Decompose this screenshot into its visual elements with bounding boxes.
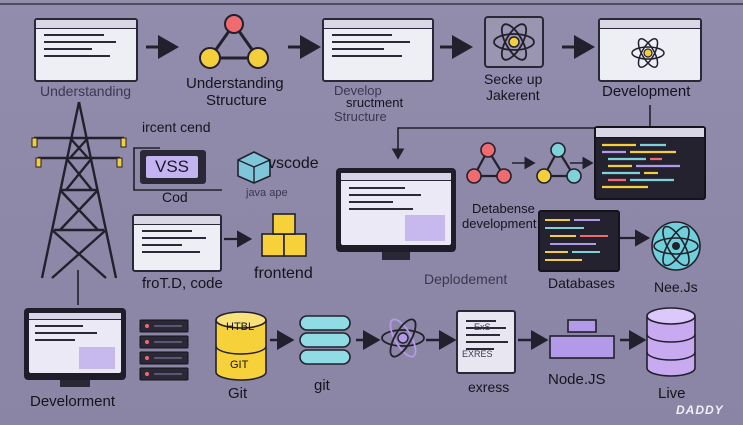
label-development-db: development (462, 216, 537, 231)
label-ircent-cend: ircent cend (142, 119, 211, 135)
window-development (598, 18, 702, 82)
atom-icon (381, 318, 425, 358)
label-understanding-structure-2: Structure (206, 92, 267, 109)
triangle-graph-icon (199, 14, 269, 69)
label-live: Live (658, 385, 686, 402)
doc-exs-text: ExS (474, 322, 491, 332)
label-java-ape: java ape (246, 187, 288, 199)
label-secke-1: Secke up (484, 71, 543, 87)
label-databases: Databases (548, 275, 615, 291)
label-understanding-structure-1: Understanding (186, 75, 284, 92)
triangle-graph-icon (466, 142, 512, 184)
label-git-lower: git (314, 377, 330, 394)
atom-icon (631, 38, 665, 68)
doc-exres-text: EXRES (462, 349, 493, 359)
monitor-development (24, 308, 126, 380)
label-develop-1: Develop (334, 83, 382, 98)
window-frp-code (132, 214, 222, 272)
label-frp-code: froT.D, code (142, 275, 223, 292)
window-understanding (34, 18, 138, 82)
server-rack-icon (139, 319, 189, 381)
label-development: Development (602, 83, 691, 100)
cyl-html-text: HTBL (226, 321, 255, 333)
label-detabense: Detabense (472, 201, 535, 216)
label-cod: Cod (162, 189, 188, 205)
blocks-icon (261, 213, 307, 257)
power-tower-icon (31, 101, 127, 279)
label-frontend: frontend (254, 265, 313, 282)
cyl-git-text: GIT (230, 359, 249, 371)
label-git: Git (228, 385, 248, 402)
code-window (594, 126, 706, 200)
label-exress: exress (468, 379, 510, 395)
monitor-stand (60, 380, 90, 387)
vss-badge: VSS (140, 150, 206, 184)
label-develop-2: sructment (346, 95, 404, 110)
label-nee-js: Nee.Js (654, 279, 698, 295)
database-cylinder-icon (646, 307, 696, 377)
label-secke-2: Jakerent (486, 87, 540, 103)
atom-box (484, 16, 544, 68)
html-git-cylinder-icon (215, 311, 267, 381)
code-lines (602, 143, 680, 189)
connector-down (391, 105, 651, 160)
label-develop-3: Structure (334, 109, 387, 124)
label-develorment: Develorment (30, 393, 116, 410)
purple-layers-icon (549, 319, 615, 359)
label-deploy: Deplodement (424, 271, 508, 287)
database-code-window (538, 210, 620, 272)
vscode-cube-icon (237, 151, 271, 184)
code-lines (545, 219, 608, 261)
window-develop (322, 18, 434, 82)
label-node-js: Node.JS (548, 371, 606, 388)
label-vscode: vscode (268, 155, 319, 172)
express-document (456, 310, 516, 374)
teal-stack-icon (299, 315, 351, 365)
monitor-stand (382, 252, 410, 260)
monitor-deployment (336, 168, 456, 252)
label-understanding: Understanding (40, 83, 132, 99)
vss-text: VSS (146, 156, 198, 178)
react-atom-icon (651, 221, 701, 271)
triangle-graph-icon (536, 142, 582, 184)
atom-icon (493, 23, 535, 61)
watermark-logo: DADDY (676, 403, 724, 417)
